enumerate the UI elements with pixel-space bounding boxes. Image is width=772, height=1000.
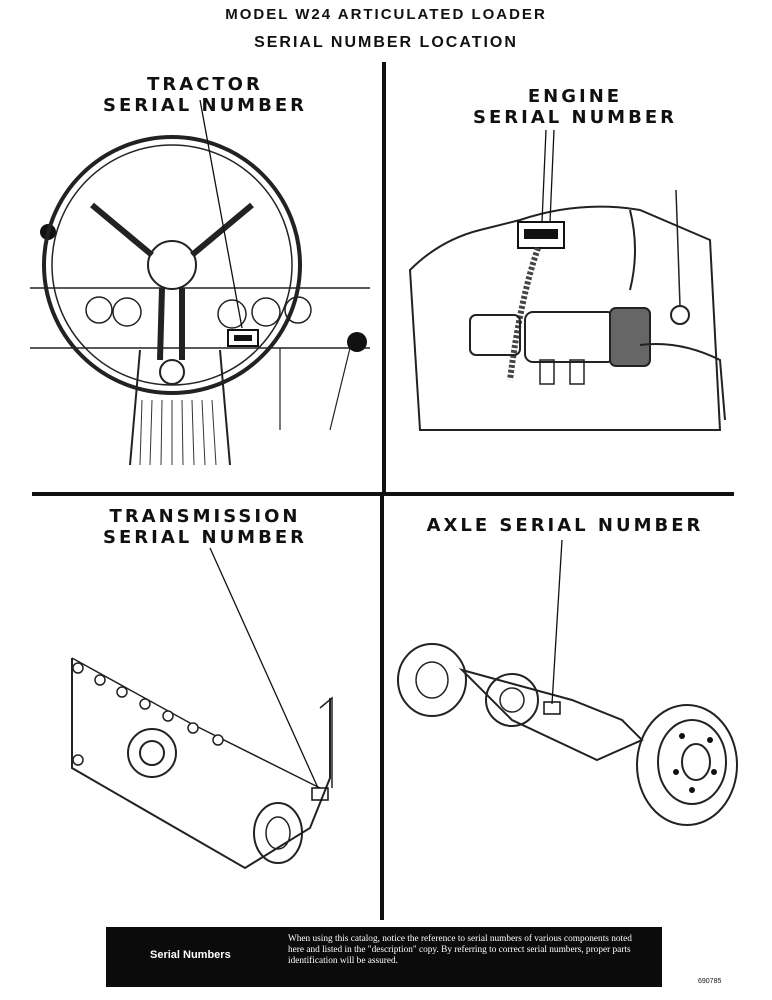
tractor-steering-wheel-illustration [30, 99, 370, 466]
page-title: MODEL W24 ARTICULATED LOADER [225, 6, 547, 23]
page-subtitle: SERIAL NUMBER LOCATION [254, 34, 518, 51]
serial-numbers-note: Serial Numbers When using this catalog, … [106, 927, 662, 987]
transmission-label: TRANSMISSION SERIAL NUMBER [60, 506, 350, 548]
tractor-label: TRACTOR SERIAL NUMBER [60, 74, 350, 116]
axle-label-text: AXLE SERIAL NUMBER [426, 515, 704, 536]
tractor-label-line1: TRACTOR [147, 74, 263, 95]
transmission-label-line1: TRANSMISSION [109, 506, 301, 527]
axle-label: AXLE SERIAL NUMBER [400, 515, 730, 536]
vertical-divider-top [382, 62, 386, 494]
engine-label-line1: ENGINE [527, 86, 623, 107]
engine-label: ENGINE SERIAL NUMBER [430, 86, 720, 128]
transmission-label-line2: SERIAL NUMBER [103, 527, 307, 548]
engine-label-line2: SERIAL NUMBER [473, 107, 677, 128]
figure-code: 690785 [698, 978, 722, 985]
note-title: Serial Numbers [150, 949, 231, 961]
tractor-label-line2: SERIAL NUMBER [103, 95, 307, 116]
horizontal-divider [32, 492, 734, 496]
transmission-housing-illustration [71, 547, 333, 870]
axle-illustration [397, 539, 738, 826]
note-text: When using this catalog, notice the refe… [288, 934, 632, 966]
vertical-divider-bottom [380, 496, 384, 920]
engine-starter-illustration [408, 129, 726, 431]
